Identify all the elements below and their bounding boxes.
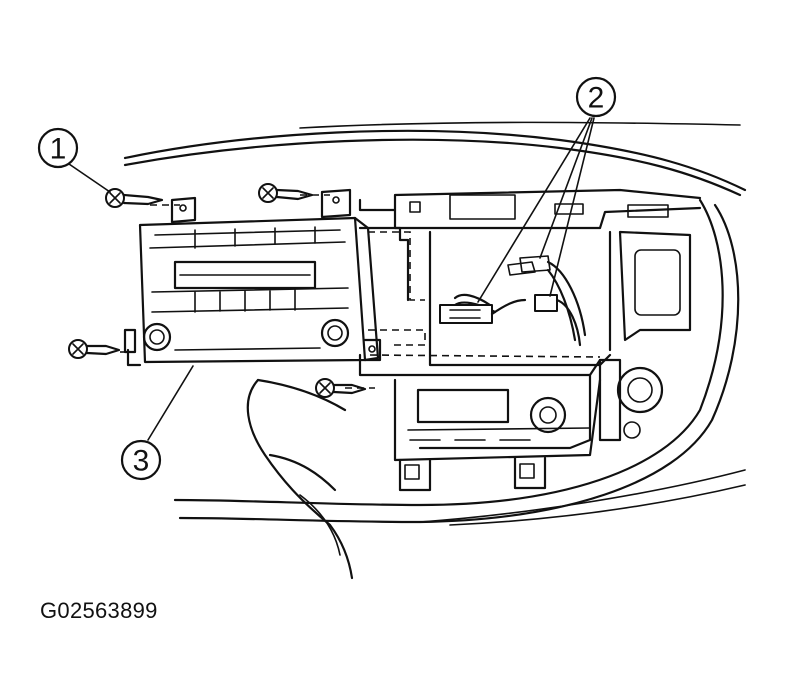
screw-top-center	[258, 183, 314, 203]
center-console	[246, 378, 354, 580]
screw-bottom	[315, 378, 367, 398]
dash-opening	[358, 188, 702, 450]
callout-2-label: 2	[588, 82, 605, 115]
dashboard-outline	[123, 121, 747, 526]
wire-harness	[439, 255, 587, 347]
hidden-lines	[120, 194, 601, 389]
screw-top-left	[105, 188, 164, 208]
screw-left	[68, 339, 121, 359]
callout-3: 3	[120, 439, 162, 481]
callout-1-label: 1	[50, 133, 67, 166]
climate-panel	[393, 378, 602, 492]
callout-2: 2	[575, 76, 617, 118]
radio-head-unit	[123, 188, 382, 367]
callout-3-label: 3	[133, 445, 150, 478]
leader-lines	[68, 117, 595, 441]
figure-code: G02563899	[40, 598, 158, 623]
callout-1: 1	[37, 127, 79, 169]
right-vent-knob	[598, 358, 664, 442]
